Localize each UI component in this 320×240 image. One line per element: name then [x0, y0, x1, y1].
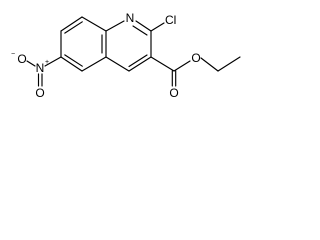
- nitro-oxygen-bottom-label: O: [35, 86, 44, 100]
- bond-c8a-n1: [105, 20, 125, 32]
- bond-c6-c5: [60, 56, 83, 72]
- bond-c3-carbonyl-c: [150, 56, 175, 72]
- bond-c4-c4a: [105, 56, 130, 72]
- ethyl-2-chloro-6-nitroquinoline-3-carboxylate-structure: N Cl N + O − O O O: [11, 11, 241, 100]
- bond-ester-o-ch2: [200, 57, 219, 72]
- bond-c5-c4a: [81, 56, 107, 72]
- bond-carbonyl-c-ester-o: [173, 60, 191, 72]
- nitro-nitrogen-label: N: [36, 61, 45, 75]
- bond-c6-c5-inner: [64, 54, 83, 67]
- bond-layer: [26, 16, 241, 87]
- ester-oxygen-label: O: [191, 51, 200, 65]
- nitro-oxygen-left-label: O: [17, 52, 26, 66]
- nitro-nitrogen-charge: +: [45, 59, 49, 66]
- bond-c8-c7-inner: [64, 21, 83, 34]
- bond-c3-c4-inner: [128, 54, 148, 68]
- bond-c8a-c8: [81, 16, 107, 32]
- bond-n1-c2: [135, 20, 152, 32]
- bond-c6-nitro-n: [44, 56, 62, 67]
- nitro-oxygen-left-charge: −: [11, 51, 15, 58]
- bond-n1-c2-inner: [132, 25, 148, 36]
- chemical-structure-canvas: N Cl N + O − O O O: [0, 0, 261, 113]
- bond-c2-cl: [150, 22, 165, 32]
- bond-ch2-ch3: [217, 56, 241, 72]
- chlorine-label: Cl: [165, 13, 176, 27]
- carbonyl-oxygen-label: O: [169, 86, 178, 100]
- atom-label-layer: N Cl N + O − O O O: [11, 11, 201, 100]
- bond-nitro-n-o-left: [26, 60, 36, 67]
- quinoline-nitrogen-label: N: [126, 11, 135, 25]
- bond-c8-c7: [60, 16, 83, 32]
- bond-c3-c4: [128, 56, 152, 72]
